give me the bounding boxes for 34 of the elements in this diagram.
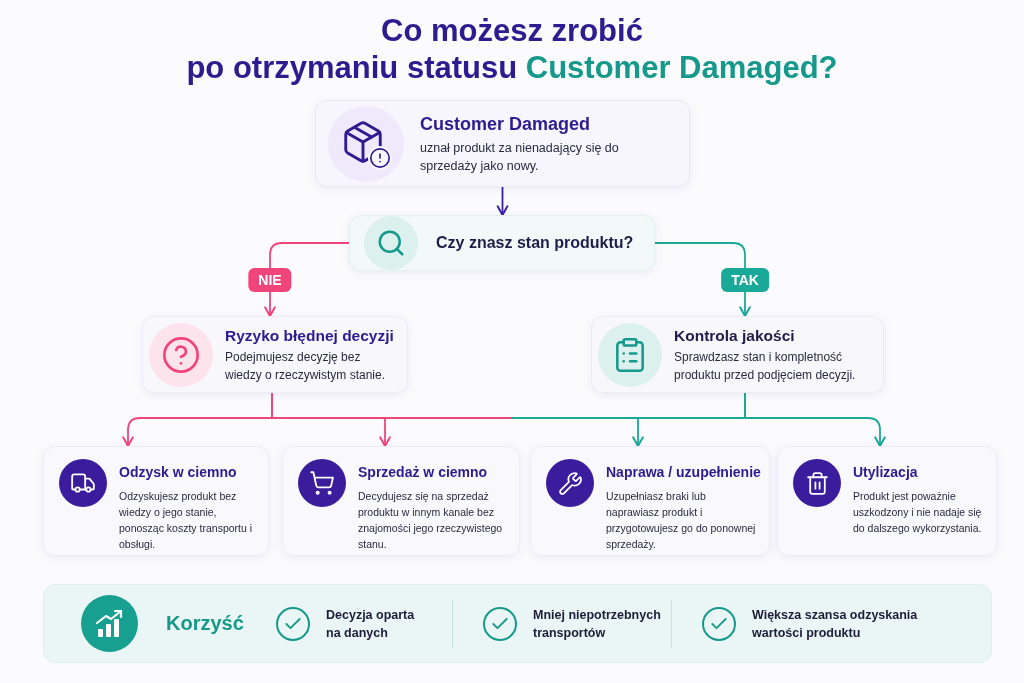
card-description: uznał produkt za nienadający się do sprzedaży jako nowy. <box>420 140 620 175</box>
option-card <box>777 446 997 556</box>
card-description: Sprawdzasz stan i kompletność produktu przed podjęciem decyzji. <box>674 349 857 384</box>
arrow <box>744 392 886 447</box>
benefit-text: Decyzja oparta na danych <box>326 606 416 642</box>
card-description: Odzyskujesz produkt bez wiedzy o jego stanie, ponosząc koszty transportu i obsługi. <box>119 489 254 552</box>
card-heading: Czy znasz stan produktu? <box>436 233 635 253</box>
title: Co możesz zrobić po otrzymaniu statusu Customer Damaged? <box>185 12 839 86</box>
card-heading: Naprawa / uzupełnienie <box>606 463 761 482</box>
card-heading: Kontrola jakości <box>674 326 796 346</box>
benefit-text: Większa szansa odzyskania wartości produktu <box>752 606 919 642</box>
card-heading: Odzysk w ciemno <box>119 463 238 482</box>
benefit-panel <box>43 584 992 663</box>
card-description: Decydujesz się na sprzedaż produktu w innym kanale bez znajomości jego rzeczywistego stanu. <box>358 489 504 552</box>
panel-heading: Korzyść <box>166 612 245 635</box>
card-heading: Sprzedaż w ciemno <box>358 463 489 482</box>
process-card <box>142 316 408 393</box>
benefit-text: Mniej niepotrzebnych transportów <box>533 606 662 642</box>
card-description: Podejmujesz decyzję bez wiedzy o rzeczywistym stanie. <box>225 349 387 384</box>
card-description: Uzupełniasz braki lub naprawiasz produkt i przygotowujesz go do ponownej sprzedaży. <box>606 489 757 552</box>
status-card <box>315 100 690 187</box>
edge-label: TAK <box>721 268 769 292</box>
card-heading: Ryzyko błędnej decyzji <box>225 326 395 346</box>
option-card <box>43 446 269 556</box>
option-card <box>530 446 770 556</box>
option-card <box>282 446 520 556</box>
decision-card <box>349 215 655 271</box>
process-card <box>591 316 884 393</box>
card-heading: Customer Damaged <box>420 113 592 136</box>
arrow <box>271 392 391 447</box>
card-heading: Utylizacja <box>853 463 919 482</box>
edge-label: NIE <box>248 268 292 292</box>
arrow <box>496 186 509 216</box>
card-description: Produkt jest poważnie uszkodzony i nie nadaje się do dalszego wykorzystania. <box>853 489 983 536</box>
